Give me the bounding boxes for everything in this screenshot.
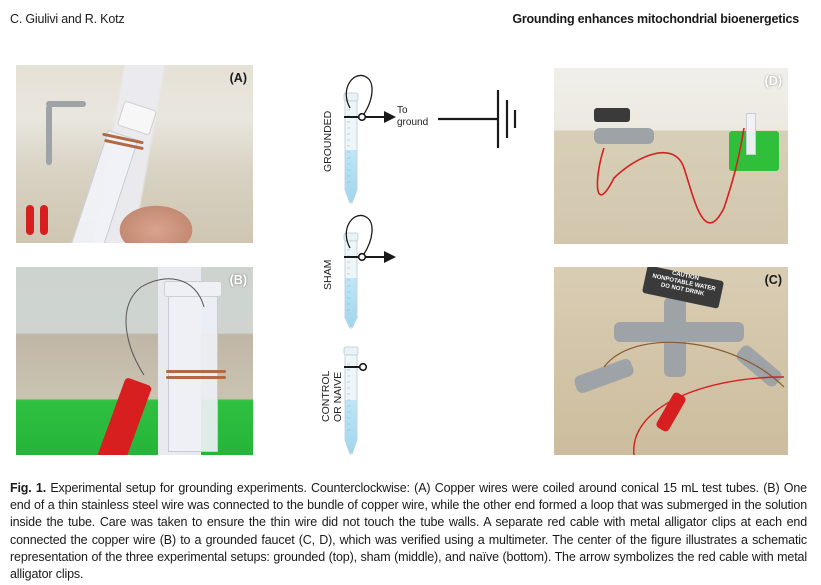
tube-image [168, 285, 218, 452]
sham-setup [343, 214, 396, 329]
label-sham: SHAM [322, 259, 334, 290]
figure-caption: Fig. 1. Experimental setup for grounding… [10, 480, 807, 583]
faucet-shape [594, 128, 654, 144]
clip-node-icon [358, 362, 368, 372]
to-ground-label-2: ground [397, 117, 428, 128]
faucet-stem [664, 297, 686, 377]
tube-icon [343, 92, 359, 204]
cables [603, 341, 785, 455]
copper-coil [166, 370, 226, 373]
caution-sign [594, 108, 630, 122]
faucet-shape [46, 105, 52, 165]
photo-panel-b: (B) [16, 267, 253, 455]
figure-label: Fig. 1. [10, 481, 47, 495]
tube-icon [343, 232, 359, 329]
wire-loop [345, 214, 373, 258]
label-control: CONTROL [320, 370, 332, 422]
photo-panel-d: (D) [554, 68, 788, 244]
clip-node-icon [357, 112, 367, 122]
tube-cap [116, 100, 158, 136]
running-title: Grounding enhances mitochondrial bioener… [512, 12, 799, 26]
red-cable [596, 127, 745, 224]
panel-label-d: (D) [764, 74, 782, 88]
photo-panel-a: (A) [16, 65, 253, 243]
photo-panel-c: CAUTION NONPOTABLE WATER DO NOT DRINK (C… [554, 267, 788, 455]
tube-image [746, 113, 756, 155]
faucet-shape [46, 101, 86, 107]
arrow-head-icon [384, 111, 396, 123]
panel-label-b: (B) [229, 273, 247, 287]
to-ground-label-1: To [397, 105, 408, 116]
red-cable [40, 205, 48, 235]
control-setup [343, 346, 368, 455]
ground-symbol-icon [438, 90, 517, 148]
copper-coil [166, 376, 226, 379]
caption-text: Experimental setup for grounding experim… [10, 481, 807, 582]
schematic-diagram: To ground [300, 60, 540, 460]
wire-loop [345, 74, 373, 118]
clip-node-icon [357, 252, 367, 262]
tube-rim [164, 281, 222, 297]
tube-icon [343, 346, 359, 455]
panel-label-c: (C) [764, 273, 782, 287]
author-names: C. Giulivi and R. Kotz [10, 12, 125, 26]
label-or-naive: OR NAIVE [332, 371, 344, 422]
grounded-setup: To ground [343, 74, 517, 204]
arrow-head-icon [384, 251, 396, 263]
panel-label-a: (A) [229, 71, 247, 85]
schematic-svg: To ground [343, 74, 517, 455]
red-cable [26, 205, 34, 235]
label-grounded: GROUNDED [322, 110, 334, 172]
steel-wire [125, 278, 205, 376]
